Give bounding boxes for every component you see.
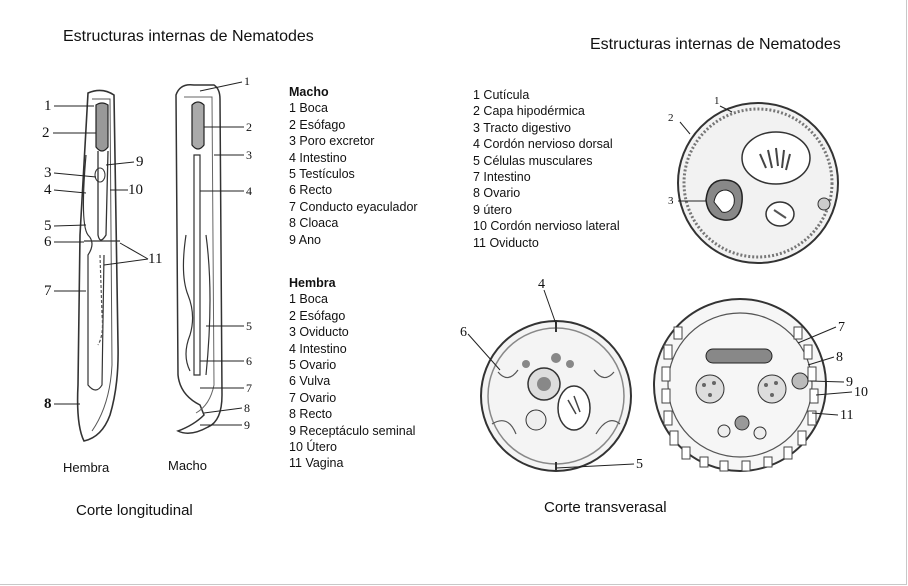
transversal-legend-item: 5 Células musculares [473,153,620,169]
cross-section-top-diagram: 1 2 3 [660,88,845,273]
caption-longitudinal: Corte longitudinal [76,502,193,519]
transversal-legend-item: 1 Cutícula [473,87,620,103]
transversal-legend-item: 11 Oviducto [473,235,620,251]
macho-legend-title: Macho [289,85,329,99]
hembra-label-5: 5 [44,218,52,234]
hembra-legend-item: 11 Vagina [289,455,415,471]
hembra-legend-item: 8 Recto [289,406,415,422]
section-right-label-8: 8 [836,350,843,365]
hembra-label-2: 2 [42,125,50,141]
hembra-esophagus [96,103,108,151]
macho-esophagus [192,102,204,149]
macho-legend-item: 3 Poro excretor [289,133,418,149]
macho-legend-item: 5 Testículos [289,166,418,182]
hembra-legend-item: 6 Vulva [289,373,415,389]
section-top-label-1: 1 [714,95,720,107]
macho-legend-item: 1 Boca [289,100,418,116]
section-top-label-2: 2 [668,112,674,124]
hembra-legend: Hembra 1 Boca 2 Esófago 3 Oviducto 4 Int… [289,275,415,472]
section-right-label-10: 10 [854,385,868,400]
cross-section-left-diagram: 4 6 5 [452,274,647,474]
transversal-legend: 1 Cutícula 2 Capa hipodérmica 3 Tracto d… [473,87,620,251]
transversal-legend-item: 9 útero [473,202,620,218]
macho-legend-item: 8 Cloaca [289,215,418,231]
transversal-legend-item: 4 Cordón nervioso dorsal [473,136,620,152]
hembra-longitudinal-diagram: 1 2 3 4 5 6 7 8 9 10 11 [40,85,165,450]
macho-label-4: 4 [246,184,252,198]
hembra-legend-item: 4 Intestino [289,341,415,357]
macho-label-6: 6 [246,354,252,368]
transversal-legend-item: 2 Capa hipodérmica [473,103,620,119]
transversal-legend-item: 10 Cordón nervioso lateral [473,218,620,234]
hembra-label-7: 7 [44,283,52,299]
hembra-legend-item: 1 Boca [289,291,415,307]
macho-legend-item: 9 Ano [289,232,418,248]
title-right: Estructuras internas de Nematodes [590,36,841,54]
transversal-legend-item: 8 Ovario [473,185,620,201]
hembra-legend-title: Hembra [289,276,336,290]
cross-section-right-diagram: 7 8 9 10 11 [648,285,878,480]
section-left-label-6: 6 [460,325,467,340]
macho-label-7: 7 [246,381,252,395]
hembra-legend-item: 10 Útero [289,439,415,455]
macho-legend-item: 4 Intestino [289,150,418,166]
hembra-legend-item: 9 Receptáculo seminal [289,423,415,439]
section-left-label-5: 5 [636,457,643,472]
hembra-legend-item: 2 Esófago [289,308,415,324]
transversal-legend-item: 7 Intestino [473,169,620,185]
hembra-label-9: 9 [136,154,144,170]
section-left-label-4: 4 [538,277,545,292]
hembra-legend-item: 3 Oviducto [289,324,415,340]
transversal-legend-item: 3 Tracto digestivo [473,120,620,136]
caption-macho: Macho [168,458,207,473]
macho-legend-item: 2 Esófago [289,117,418,133]
hembra-label-10: 10 [128,182,143,198]
macho-label-8: 8 [244,401,250,415]
caption-hembra: Hembra [63,460,109,475]
hembra-label-1: 1 [44,98,52,114]
section-right-label-11: 11 [840,408,853,423]
macho-label-9: 9 [244,418,250,432]
hembra-legend-item: 5 Ovario [289,357,415,373]
hembra-legend-item: 7 Ovario [289,390,415,406]
hembra-label-4: 4 [44,182,52,198]
title-left: Estructuras internas de Nematodes [63,28,314,46]
section-right-label-7: 7 [838,320,845,335]
macho-legend-item: 7 Conducto eyaculador [289,199,418,215]
macho-longitudinal-diagram: 1 2 3 4 5 6 7 8 9 [160,75,270,445]
macho-label-2: 2 [246,120,252,134]
macho-label-1: 1 [244,75,250,88]
hembra-label-6: 6 [44,234,52,250]
macho-legend-item: 6 Recto [289,182,418,198]
hembra-label-3: 3 [44,165,52,181]
macho-label-3: 3 [246,148,252,162]
section-top-label-3: 3 [668,195,674,207]
macho-legend: Macho 1 Boca 2 Esófago 3 Poro excretor 4… [289,84,418,248]
section-right-label-9: 9 [846,375,853,390]
caption-transversal: Corte transverasal [544,499,667,516]
hembra-label-8: 8 [44,396,52,412]
macho-label-5: 5 [246,319,252,333]
